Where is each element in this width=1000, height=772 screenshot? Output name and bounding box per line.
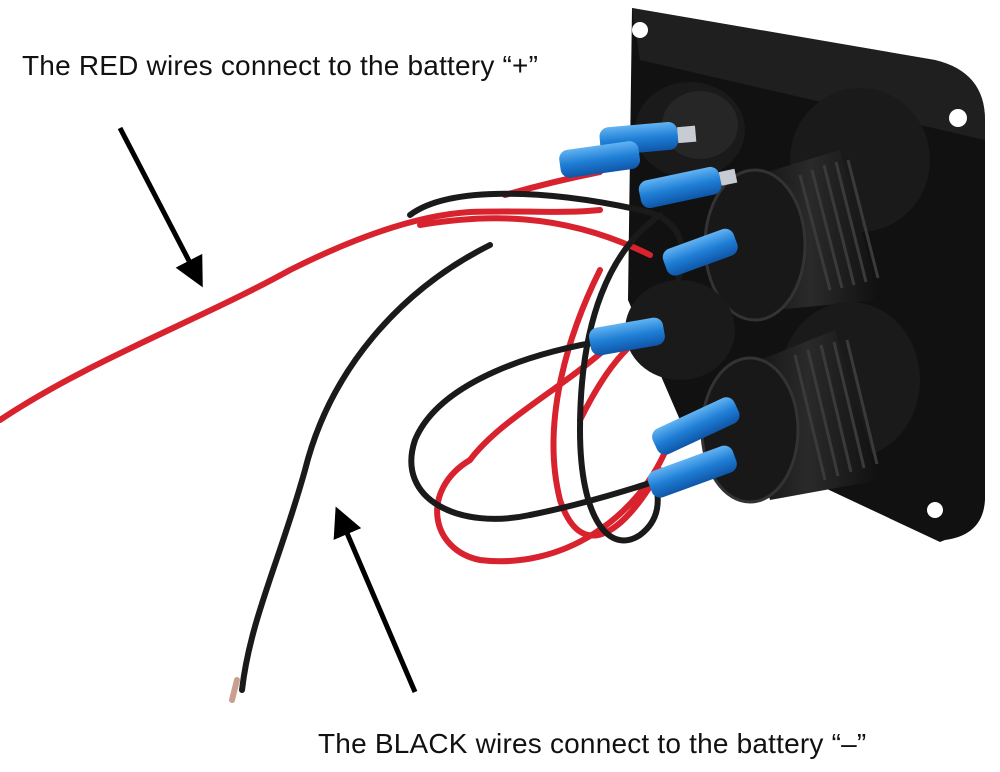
arrow-icon — [333, 506, 418, 693]
switch-housing — [625, 280, 735, 380]
black-wires-caption: The BLACK wires connect to the battery “… — [318, 728, 867, 759]
red-wires-caption: The RED wires connect to the battery “+” — [22, 50, 539, 81]
mounting-hole — [949, 109, 967, 127]
upper-socket — [703, 88, 930, 322]
mounting-hole — [927, 502, 943, 518]
arrow-icon — [117, 126, 203, 288]
red-wires — [0, 169, 673, 565]
stripped-wire-end — [229, 677, 240, 703]
black-wires — [239, 190, 693, 693]
mounting-hole — [632, 22, 648, 38]
blue-terminals — [559, 122, 740, 498]
